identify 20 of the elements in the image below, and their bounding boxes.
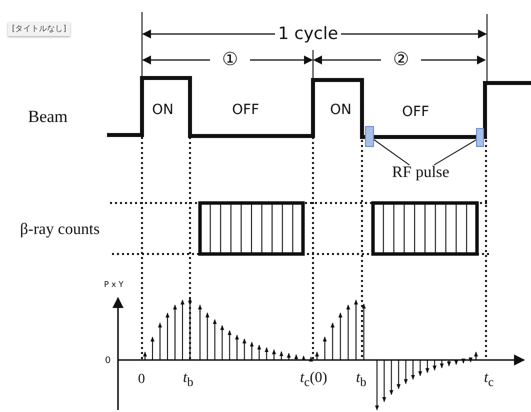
tick-label: t$_{b}$ (356, 371, 366, 388)
state-label: ON (330, 103, 352, 117)
dimension-label: 1 cycle (275, 26, 342, 43)
axis-label: 0 (105, 357, 111, 366)
row-label: β-ray counts (20, 222, 100, 238)
tick-label: t$_{b}$ (183, 371, 194, 388)
state-label: ON (152, 103, 174, 117)
leader-line (434, 139, 476, 166)
rf-pulse-marker (365, 126, 374, 147)
leader-line (374, 139, 410, 166)
callout-text: RF pulse (392, 165, 450, 181)
tick-label: 0 (138, 373, 145, 387)
axis-label: P x Y (104, 281, 124, 289)
tick-label: t$_{c}$(0) (300, 371, 328, 388)
state-label: OFF (232, 103, 260, 117)
title-tag: [タイトルなし] (8, 22, 70, 36)
state-label: OFF (402, 105, 430, 119)
rf-pulse-marker (476, 128, 484, 147)
tick-label: t$_{c}$ (484, 371, 494, 388)
row-label: Beam (28, 108, 68, 125)
